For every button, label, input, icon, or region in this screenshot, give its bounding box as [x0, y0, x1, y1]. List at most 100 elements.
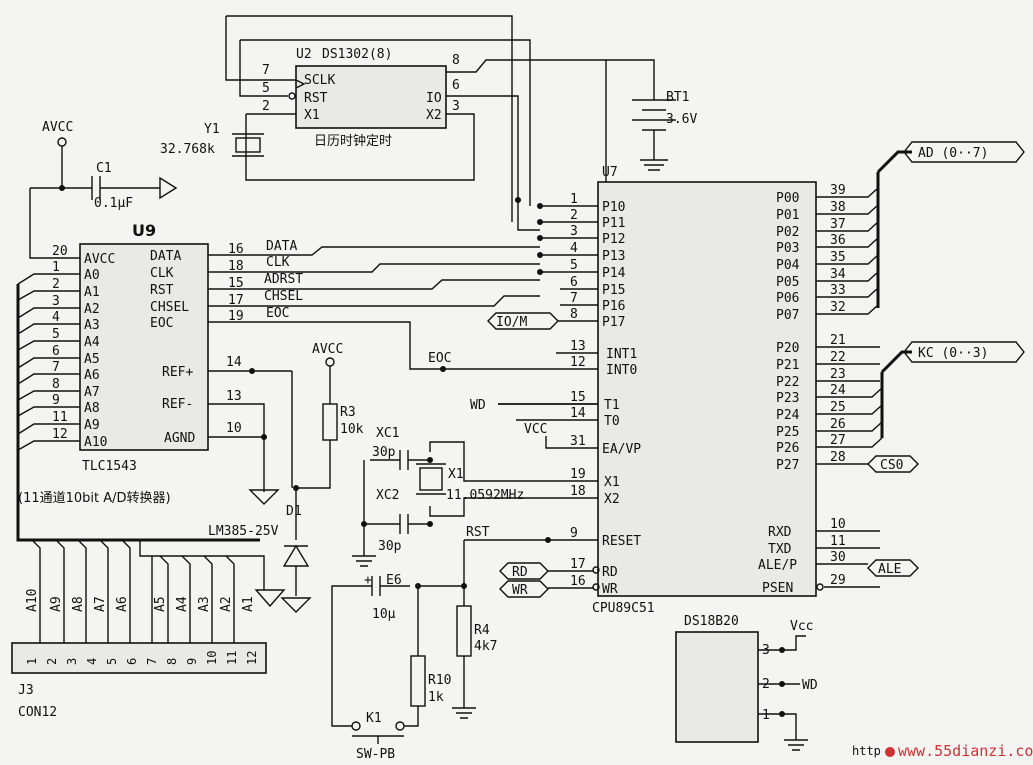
bt1-value: 3.6V: [666, 112, 697, 127]
u9-pin-num: 16: [228, 242, 244, 257]
u9-pin-name: CLK: [150, 266, 174, 281]
refm-ground: [248, 489, 280, 505]
u7-pin-num: 39: [830, 183, 846, 198]
u7-pin-name: X1: [604, 475, 620, 490]
j3-signal-label: A2: [219, 596, 234, 612]
analog-bus-line: [16, 284, 260, 542]
j3-pin-number: 12: [245, 651, 259, 665]
r10-ref: R10: [428, 673, 451, 688]
e6-symbol: [371, 576, 381, 596]
u9-pin-num: 6: [52, 344, 60, 359]
x1-oscillator: XC1 30p XC2 30p X1 11.0592MHz: [352, 426, 598, 567]
j3-pin-number: 2: [45, 658, 59, 665]
u7-pin-num: 17: [570, 557, 586, 572]
k1-switch[interactable]: [352, 735, 404, 744]
u9-net-wires: [208, 246, 598, 370]
u9-pin-num: 1: [52, 260, 60, 275]
u2-pin-num-3: 3: [452, 99, 460, 114]
avcc-label-r3: AVCC: [312, 342, 343, 357]
e6-value: 10μ: [372, 607, 396, 622]
cs0-label: CS0: [880, 458, 903, 473]
y1-symbol: [235, 137, 261, 153]
c1-value: 0.1μF: [94, 196, 133, 211]
net-label-eoc: EOC: [266, 306, 289, 321]
watermark-logo-icon: [885, 747, 895, 757]
u7-pin-num: 6: [570, 275, 578, 290]
u2-body: [295, 65, 447, 129]
avcc-label-top: AVCC: [42, 120, 73, 135]
u7-pin-num: 37: [830, 217, 846, 232]
u9-pin-name: A8: [84, 401, 100, 416]
y1-value: 32.768k: [160, 142, 215, 157]
net-label-eoc-2: EOC: [428, 351, 451, 366]
u9-pin-name: DATA: [150, 249, 181, 264]
u7-pin-num: 15: [570, 390, 586, 405]
u7-pin-name: P22: [776, 375, 799, 390]
bt1-ground: [640, 159, 668, 171]
u7-pin-name: P17: [602, 315, 625, 330]
u2-pin-num-2: 2: [262, 99, 270, 114]
u2-pin-num-6: 6: [452, 78, 460, 93]
y1-crystal: Y1 32.768k: [160, 122, 264, 157]
j3-ground: [254, 589, 286, 608]
u2-wires: [225, 15, 607, 231]
u7-pin-name: P23: [776, 391, 799, 406]
analog-bus-taps: [17, 273, 80, 451]
r10-value: 1k: [428, 690, 444, 705]
j3-pin-number: 5: [105, 658, 119, 665]
watermark: http www.55dianzi.com: [852, 742, 1033, 760]
u7-ref: U7: [602, 165, 618, 180]
u9-pin-name: A3: [84, 318, 100, 333]
u2-pin-name-sclk: SCLK: [304, 73, 335, 88]
u7-cpu: U7 CPU89C51 P101P112P123P134P145P156P167…: [498, 165, 846, 616]
bt1-ref: BT1: [666, 90, 689, 105]
j3-signal-label: A9: [49, 596, 64, 612]
net-label-chsel: CHSEL: [264, 289, 303, 304]
u9-pin-name: A10: [84, 435, 107, 450]
d1-symbol: [282, 544, 310, 567]
vcc-net-label: VCC: [524, 422, 547, 437]
u2-pin-name-io: IO: [426, 91, 442, 106]
k1-ref: K1: [366, 711, 382, 726]
ds18b20-sensor: DS18B20 3 2 1 Vcc WD: [675, 614, 818, 751]
u7-pin-num: 9: [570, 526, 578, 541]
u7-pin-name: P10: [602, 200, 625, 215]
u9-pin-name: A9: [84, 418, 100, 433]
u7-pin-name: P03: [776, 241, 799, 256]
u2-caption: 日历时钟定时: [314, 133, 392, 149]
u7-pin-name: P02: [776, 225, 799, 240]
u7-pin-num: 21: [830, 333, 846, 348]
u7-pin-name: P04: [776, 258, 800, 273]
wr-tag: [499, 580, 594, 598]
u7-pin-num: 31: [570, 434, 586, 449]
u7-pin-name: P07: [776, 308, 799, 323]
u7-pin-name: EA/VP: [602, 442, 641, 457]
net-label-data: DATA: [266, 239, 297, 254]
rd-label: RD: [512, 565, 528, 580]
rst-net-label: RST: [466, 525, 490, 540]
kc-bus-taps: [816, 387, 883, 448]
u9-pin-name: CHSEL: [150, 300, 189, 315]
u9-pin-num-10: 10: [226, 421, 242, 436]
kc-bus-label: KC (0··3): [918, 346, 988, 361]
u7-pin-name: P26: [776, 441, 799, 456]
kc-bus-tag: [903, 341, 1025, 363]
u7-pin-num: 16: [570, 574, 586, 589]
u7-pin-name: X2: [604, 492, 620, 507]
u7-pin-name: P20: [776, 341, 799, 356]
c1-ground-arrow: [159, 176, 178, 200]
u7-pin-num: 38: [830, 200, 846, 215]
u7-pin-name: P13: [602, 249, 625, 264]
u9-adc: U9 TLC1543 (11通道10bit A/D转换器) AVCC20A01A…: [18, 221, 292, 506]
u7-pin-name: P25: [776, 425, 799, 440]
j3-pin-number: 9: [185, 658, 199, 665]
d1-ref: D1: [286, 504, 302, 519]
u7-pin-num: 19: [570, 467, 586, 482]
u7-pin-name: P24: [776, 408, 800, 423]
u9-caption: (11通道10bit A/D转换器): [18, 491, 171, 506]
u7-pin-num: 13: [570, 339, 586, 354]
ad-bus: AD (0··7): [816, 141, 1025, 315]
u9-pin-name-refm: REF-: [162, 397, 193, 412]
